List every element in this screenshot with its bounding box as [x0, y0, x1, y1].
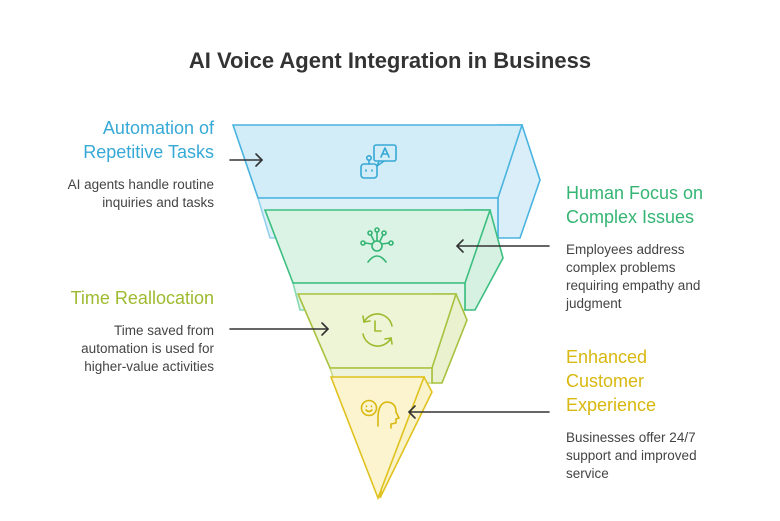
chatbot-robot-icon [360, 144, 397, 179]
customer-experience-heading: Enhanced Customer Experience [566, 347, 657, 415]
arrow-customer-experience [408, 405, 550, 419]
time-reallocation-heading: Time Reallocation [70, 288, 214, 308]
funnel-stage-time-reallocation [296, 293, 468, 384]
arrow-human-focus [456, 239, 550, 253]
person-network-icon [360, 227, 394, 263]
customer-experience-description: Businesses offer 24/7 support and improv… [566, 430, 697, 481]
happy-face-head-icon [360, 399, 400, 429]
arrow-automation [229, 153, 263, 167]
automation-description: AI agents handle routine inquiries and t… [67, 177, 214, 210]
human-focus-heading: Human Focus on Complex Issues [566, 183, 704, 227]
clock-cycle-icon [362, 313, 393, 347]
automation-heading: Automation of Repetitive Tasks [83, 118, 214, 162]
human-focus-description: Employees address complex problems requi… [566, 242, 701, 311]
arrow-time-reallocation [229, 322, 329, 336]
time-reallocation-description: Time saved from automation is used for h… [81, 323, 214, 374]
page-title: AI Voice Agent Integration in Business [188, 48, 592, 73]
funnel-stage-customer-experience [329, 376, 433, 501]
